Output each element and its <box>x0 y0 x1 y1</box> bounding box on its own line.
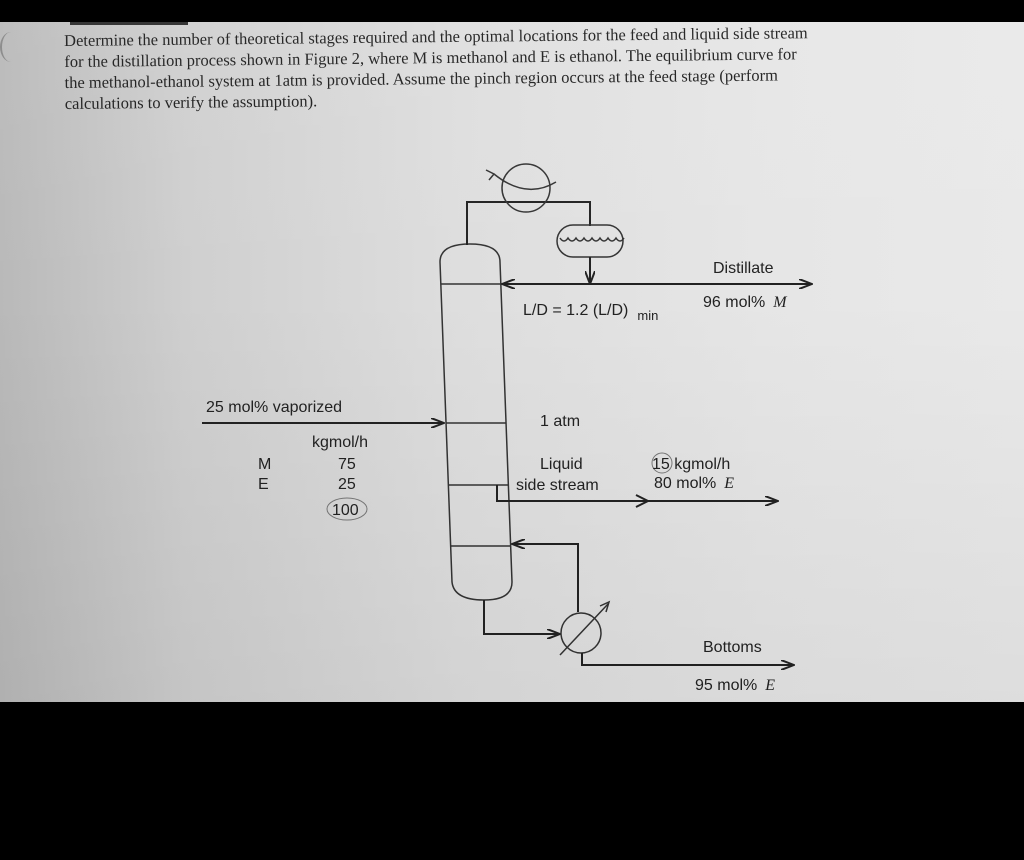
feed-total: 100 <box>332 502 359 519</box>
feed-flow-e: 25 <box>338 476 356 493</box>
document-photo: Determine the number of theoretical stag… <box>0 22 1024 702</box>
feed-component-m: M <box>258 456 271 473</box>
side-stream-label-2: side stream <box>516 477 599 494</box>
side-stream-flow: 15 kgmol/h <box>652 456 730 473</box>
feed-component-e: E <box>258 476 269 493</box>
side-stream-composition: 80 mol% E <box>654 475 734 492</box>
distillation-flow-diagram: Distillate 96 mol% M L/D = 1.2 (L/D) min… <box>202 163 1024 694</box>
feed-condition: 25 mol% vaporized <box>206 399 342 416</box>
distillate-label: Distillate <box>713 260 774 277</box>
feed-flow-m: 75 <box>338 456 356 473</box>
reboiler <box>483 544 794 665</box>
reflux-ratio-label: L/D = 1.2 (L/D) min <box>523 302 658 323</box>
feed-unit: kgmol/h <box>312 434 368 451</box>
side-stream <box>496 485 778 508</box>
bottoms-label: Bottoms <box>703 639 762 656</box>
distillation-column <box>439 243 513 601</box>
margin-mark <box>0 32 22 62</box>
side-stream-label-1: Liquid <box>540 456 583 473</box>
side-flow-circle <box>651 452 673 474</box>
distillate-composition: 96 mol% M <box>703 294 788 311</box>
bottoms-composition: 95 mol% E <box>695 677 775 694</box>
heading-underline <box>70 22 188 25</box>
feed-total-circle <box>326 497 368 521</box>
pressure-label: 1 atm <box>540 413 580 430</box>
condenser <box>466 163 591 245</box>
reflux-drum <box>556 224 625 284</box>
